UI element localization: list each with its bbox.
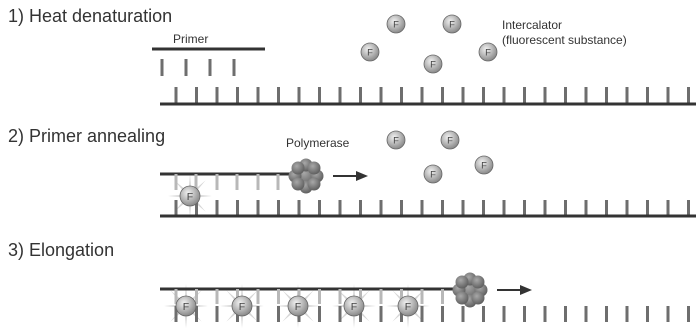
dye-letter: F: [239, 301, 245, 313]
dye-letter: F: [447, 135, 453, 146]
intercalator-label: Intercalator: [502, 18, 563, 32]
dye-letter: F: [187, 191, 193, 203]
dye-letter: F: [183, 301, 189, 313]
dye-letter: F: [449, 19, 455, 30]
dye-letter: F: [430, 169, 436, 180]
intercalator-sublabel: (fluorescent substance): [502, 33, 627, 47]
template-bases-step3: [174, 306, 690, 322]
dye-molecule: F: [442, 14, 462, 34]
dye-molecule: F: [360, 42, 380, 62]
polymerase-label: Polymerase: [286, 136, 350, 150]
dye-letter: F: [351, 301, 357, 313]
template-bases-step1: [174, 87, 690, 104]
dye-molecule: F: [423, 164, 443, 184]
step-2-title: 2) Primer annealing: [8, 126, 166, 146]
dye-letter: F: [393, 19, 399, 30]
dye-molecule: F: [287, 295, 309, 317]
dye-molecule: F: [474, 155, 494, 175]
step-1-group: F F F F F: [152, 14, 696, 106]
dye-molecule: F: [175, 295, 197, 317]
step-2-group: F F F F F: [160, 130, 696, 218]
primer-bases: [160, 59, 236, 76]
direction-arrow-step2: [333, 171, 368, 181]
dye-letter: F: [393, 135, 399, 146]
dye-molecule: F: [397, 295, 419, 317]
template-bases-step2: [174, 200, 690, 216]
step-3-title: 3) Elongation: [8, 240, 115, 260]
dye-molecule: F: [179, 185, 201, 207]
dye-letter: F: [367, 47, 373, 58]
dye-molecule: F: [478, 42, 498, 62]
dye-letter: F: [405, 301, 411, 313]
polymerase-step2: [288, 158, 324, 194]
step-1-title: 1) Heat denaturation: [8, 6, 173, 26]
polymerase-step3: [452, 272, 488, 308]
dye-letter: F: [485, 47, 491, 58]
dye-letter: F: [430, 59, 436, 70]
free-dye-step1: F F F F F: [360, 14, 498, 74]
dye-letter: F: [481, 160, 487, 171]
dye-molecule: F: [386, 130, 406, 150]
primer-bases-step2: [174, 174, 280, 190]
dye-molecule: F: [231, 295, 253, 317]
primer-label: Primer: [173, 32, 209, 46]
free-dye-step2: F F F F: [386, 130, 494, 184]
dye-molecule: F: [343, 295, 365, 317]
direction-arrow-step3: [497, 285, 532, 295]
dye-molecule: F: [423, 54, 443, 74]
dye-letter: F: [295, 301, 301, 313]
dye-molecule: F: [440, 130, 460, 150]
dye-molecule: F: [386, 14, 406, 34]
bound-dye-step2: F: [179, 185, 201, 207]
